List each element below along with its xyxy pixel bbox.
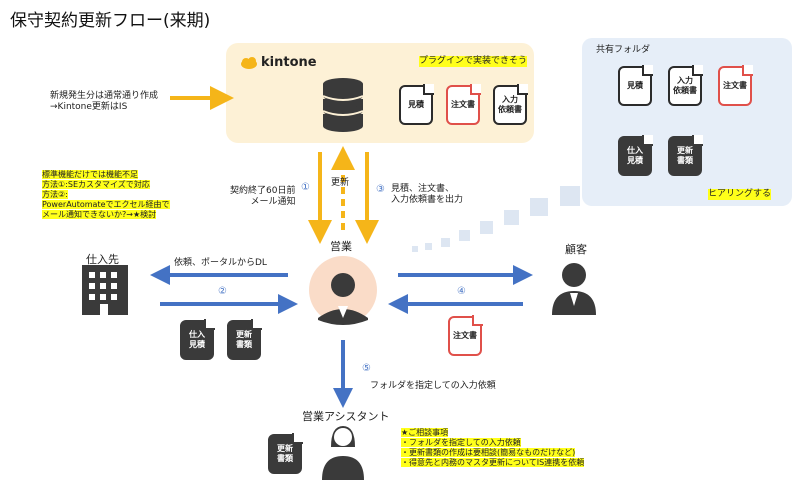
hearing-note: ヒアリングする — [708, 189, 772, 200]
sales-label: 営業 — [330, 240, 352, 253]
kintone-doc-input-request: 入力 依頼書 — [493, 84, 528, 125]
flow-4-number: ④ — [457, 286, 466, 297]
flow-1-number: ① — [301, 182, 310, 193]
flow-3-number: ③ — [376, 184, 385, 195]
assistant-doc-renewal: 更新 書類 — [268, 433, 303, 474]
kintone-logo: kintone — [240, 55, 317, 70]
plugin-note: プラグインで実装できそう — [419, 56, 528, 67]
shared-folder-panel — [582, 38, 792, 206]
supplier-doc-renewal: 更新 書類 — [227, 319, 262, 360]
flow-5-number: ⑤ — [362, 363, 371, 374]
kintone-doc-estimate: 見積 — [399, 84, 434, 125]
shared-doc-supplier-estimate: 仕入 見積 — [618, 135, 653, 176]
customer-doc-order: 注文書 — [448, 315, 483, 356]
page-title: 保守契約更新フロー(来期) — [10, 11, 211, 31]
shared-doc-input-request: 入力 依頼書 — [668, 65, 703, 106]
supplier-doc-estimate: 仕入 見積 — [180, 319, 215, 360]
flow-2-number: ② — [218, 286, 227, 297]
shared-doc-order: 注文書 — [718, 65, 753, 106]
flow-2-label: 依頼、ポータルからDL — [174, 258, 267, 268]
consultation-note: ★ご相談事項 ・フォルダを指定しての入力依頼 ・更新書類の作成は要相談(簡易なも… — [401, 428, 585, 467]
new-case-note: 新規発生分は通常通り作成 →Kintone更新はIS — [50, 91, 159, 112]
flow-update-label: 更新 — [331, 178, 350, 188]
shared-doc-renewal: 更新 書類 — [668, 135, 703, 176]
supplier-label: 仕入先 — [86, 253, 119, 266]
kintone-doc-order: 注文書 — [446, 84, 481, 125]
flow-5-label: フォルダを指定しての入力依頼 — [370, 381, 496, 391]
kintone-cloud-icon — [241, 56, 257, 69]
flow-1-label: 契約終了60日前 メール通知 — [230, 186, 296, 207]
assistant-label: 営業アシスタント — [302, 410, 390, 423]
shared-folder-title: 共有フォルダ — [596, 45, 651, 55]
flow-3-label: 見積、注文書、 入力依頼書を出力 — [391, 184, 464, 205]
shared-doc-estimate: 見積 — [618, 65, 653, 106]
customer-label: 顧客 — [565, 243, 587, 256]
standard-function-note: 標準機能だけでは機能不足 方法①:SEカスタマイズで対応 方法②: PowerA… — [42, 170, 170, 219]
